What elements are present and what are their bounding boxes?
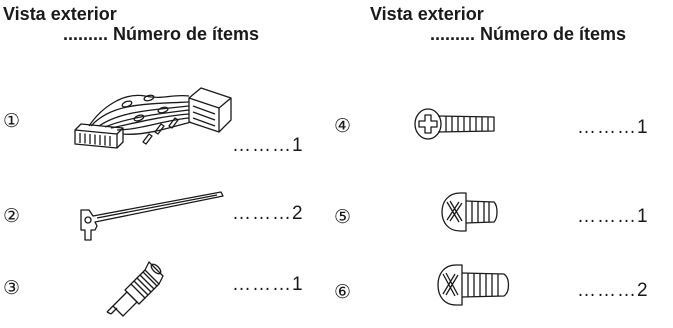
item-marker-1: ① bbox=[3, 110, 21, 132]
item-quantity-4: ………1 bbox=[577, 117, 649, 138]
item-quantity-3: ………1 bbox=[232, 274, 304, 295]
part-row-6: ⑥ ………2 bbox=[334, 264, 648, 328]
right-column-header: Vista exterior ......... Número de ítems bbox=[370, 4, 673, 44]
antenna-adapter-icon bbox=[106, 261, 164, 317]
part-row-4: ④ ………1 bbox=[334, 108, 648, 170]
left-column-header: Vista exterior ......... Número de ítems bbox=[3, 4, 313, 44]
wiring-harness-icon bbox=[74, 87, 232, 149]
item-quantity-1: ………1 bbox=[232, 135, 304, 156]
item-quantity-2: ………2 bbox=[232, 203, 304, 224]
part-row-2: ② ………2 bbox=[3, 191, 304, 256]
part-row-5: ⑤ ………1 bbox=[334, 192, 648, 256]
item-marker-6: ⑥ bbox=[334, 281, 352, 303]
item-marker-2: ② bbox=[3, 205, 21, 227]
left-header-title: Vista exterior bbox=[3, 4, 117, 24]
item-quantity-5: ………1 bbox=[577, 206, 649, 227]
item-marker-4: ④ bbox=[334, 115, 352, 137]
item-marker-3: ③ bbox=[3, 277, 21, 299]
round-head-screw-icon bbox=[437, 264, 510, 306]
removal-tool-icon bbox=[80, 191, 224, 241]
flat-head-screw-icon bbox=[414, 108, 495, 140]
round-head-short-screw-icon bbox=[441, 192, 498, 232]
right-header-subtitle: ......... Número de ítems bbox=[430, 24, 627, 44]
part-row-3: ③ ………1 bbox=[3, 261, 304, 326]
part-row-1: ① bbox=[3, 84, 303, 156]
right-header-title: Vista exterior bbox=[370, 4, 484, 24]
left-header-subtitle: ......... Número de ítems bbox=[63, 24, 260, 44]
item-marker-5: ⑤ bbox=[334, 206, 352, 228]
item-quantity-6: ………2 bbox=[577, 280, 649, 301]
